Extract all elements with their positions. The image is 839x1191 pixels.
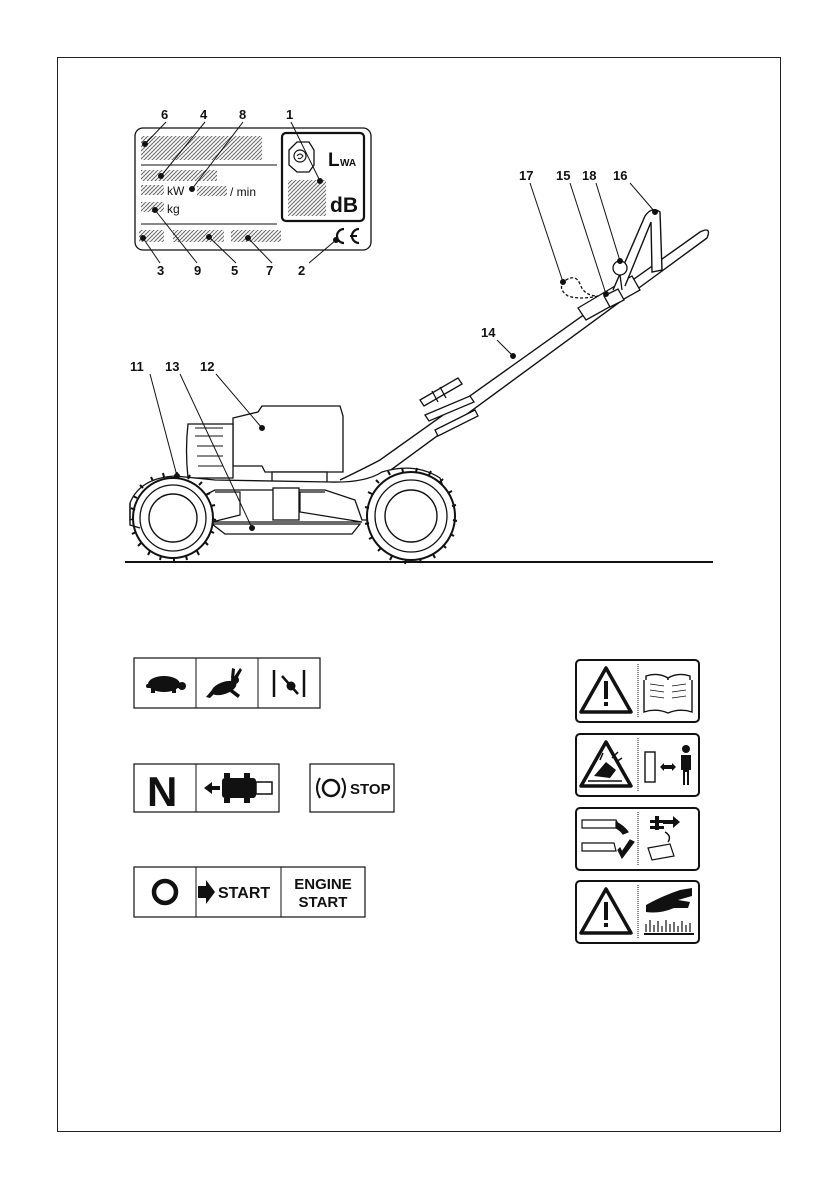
decal-blade-hazard (576, 881, 699, 943)
drive-symbols: N STOP (134, 764, 394, 815)
lawnmower-illustration (125, 210, 713, 564)
lwa-sub: WA (340, 158, 356, 169)
plate-field-7 (231, 230, 281, 242)
callout-13: 13 (165, 359, 179, 374)
callout-6: 6 (161, 107, 168, 122)
plate-field-5 (173, 230, 224, 242)
decal-disconnect-spark-plug (576, 808, 699, 870)
plate-kg-label: kg (167, 202, 180, 216)
speed-symbols (134, 658, 320, 708)
neutral-icon: N (147, 768, 177, 815)
start-label: START (218, 885, 270, 902)
plate-kw-label: kW (167, 184, 185, 198)
plate-field-rpm (197, 186, 227, 196)
sound-value-field (288, 180, 326, 216)
start-symbols: START ENGINE START (134, 867, 365, 917)
callout-4: 4 (200, 107, 208, 122)
decal-read-manual (576, 660, 699, 722)
plate-field-kw (141, 185, 164, 195)
db-label: dB (330, 194, 358, 217)
handle-clamp-lower (420, 378, 478, 436)
stop-label: STOP (350, 781, 391, 798)
callout-16: 16 (613, 168, 627, 183)
callout-5: 5 (231, 263, 238, 278)
callout-9: 9 (194, 263, 201, 278)
callout-18: 18 (582, 168, 596, 183)
lwa-label: L (328, 150, 340, 171)
callout-2: 2 (298, 263, 305, 278)
callout-8: 8 (239, 107, 246, 122)
decal-keep-distance (576, 734, 699, 796)
callout-3: 3 (157, 263, 164, 278)
callout-1: 1 (286, 107, 293, 122)
callout-15: 15 (556, 168, 570, 183)
front-wheel (365, 468, 457, 564)
callout-17: 17 (519, 168, 533, 183)
engine-start-line2: START (299, 894, 348, 911)
safety-decals (576, 660, 699, 943)
starter-grip-dashed (561, 278, 598, 298)
callout-14: 14 (481, 325, 496, 340)
plate-rpm-label: / min (230, 185, 256, 199)
engine-start-line1: ENGINE (294, 876, 352, 893)
manual-book-icon (644, 674, 692, 713)
callout-11: 11 (130, 359, 144, 374)
plate-field-6 (141, 136, 262, 160)
callout-7: 7 (266, 263, 273, 278)
engine (187, 406, 344, 488)
callout-12: 12 (200, 359, 214, 374)
rating-plate: kW / min kg L WA dB (135, 107, 371, 278)
